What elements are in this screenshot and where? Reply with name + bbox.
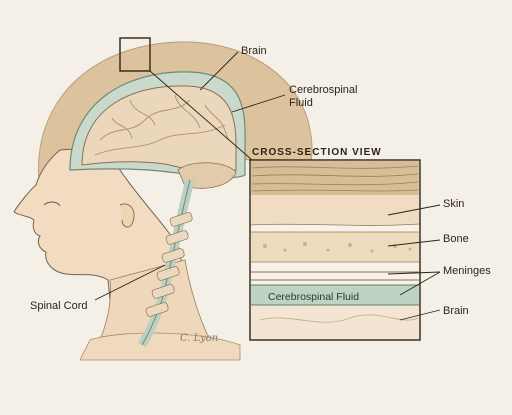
- label-meninges: Meninges: [443, 265, 491, 277]
- ear: [119, 203, 135, 228]
- zoom-line: [149, 70, 253, 161]
- cross-section-title: CROSS-SECTION VIEW: [252, 147, 382, 158]
- brain: [81, 85, 237, 173]
- artist-signature: C. Lyon: [180, 333, 219, 344]
- label-brain-top: Brain: [241, 45, 267, 57]
- label-csf-line2: Fluid: [289, 97, 313, 109]
- shoulder: [79, 332, 241, 361]
- label-bone: Bone: [443, 233, 469, 245]
- leader-lines: [94, 51, 441, 321]
- label-spinal-cord: Spinal Cord: [30, 300, 88, 312]
- eye: [43, 201, 61, 207]
- cross-section-panel: [249, 159, 421, 341]
- face-profile: [13, 148, 186, 301]
- label-skin: Skin: [443, 198, 465, 210]
- zoom-region-box: [119, 37, 151, 72]
- vertebrae: [145, 212, 193, 317]
- label-brain-bottom: Brain: [443, 305, 469, 317]
- brain-folds: [94, 94, 229, 156]
- label-csf-line1: Cerebrospinal: [289, 84, 358, 96]
- label-csf-band: Cerebrospinal Fluid: [268, 291, 360, 303]
